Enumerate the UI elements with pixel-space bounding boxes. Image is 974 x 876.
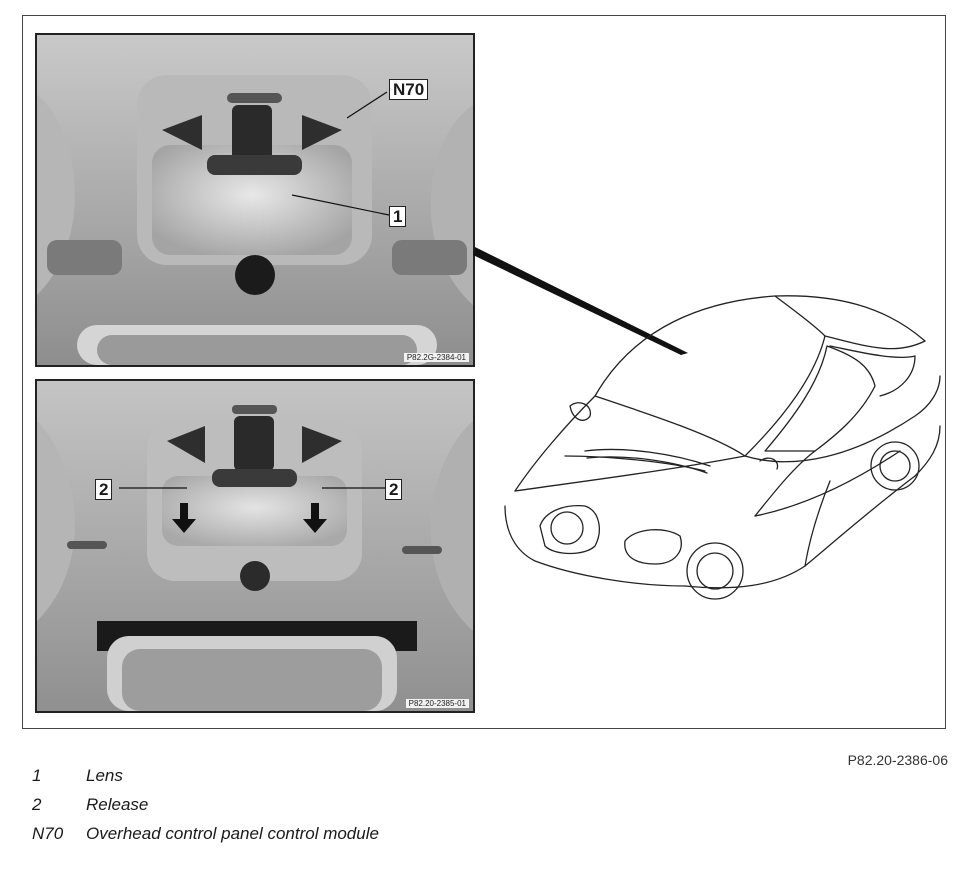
legend-text: Lens	[86, 766, 123, 785]
car-illustration	[504, 295, 941, 600]
callout-n70: N70	[389, 79, 429, 100]
top-photo-code: P82.2G-2384-01	[403, 353, 469, 362]
release-photo	[37, 381, 473, 711]
bottom-photo-code: P82.20-2385-01	[405, 699, 469, 708]
legend: 1 Lens 2 Release N70 Overhead control pa…	[32, 766, 379, 853]
legend-text: Overhead control panel control module	[86, 824, 379, 843]
legend-item: N70 Overhead control panel control modul…	[32, 824, 379, 853]
pointer-line	[473, 247, 688, 355]
top-photo: N70 1 P82.2G-2384-01	[35, 33, 475, 367]
callout-release-right: 2	[385, 479, 403, 500]
legend-item: 1 Lens	[32, 766, 379, 795]
bottom-photo: 2 2 P82.20-2385-01	[35, 379, 475, 713]
legend-key: 1	[32, 766, 42, 785]
callout-release-left: 2	[95, 479, 113, 500]
callout-lens: 1	[389, 206, 407, 227]
legend-text: Release	[86, 795, 149, 814]
legend-key: N70	[32, 824, 64, 843]
legend-item: 2 Release	[32, 795, 379, 824]
figure-code: P82.20-2386-06	[847, 752, 948, 768]
figure-frame: N70 1 P82.2G-2384-01	[22, 15, 946, 729]
legend-key: 2	[32, 795, 42, 814]
